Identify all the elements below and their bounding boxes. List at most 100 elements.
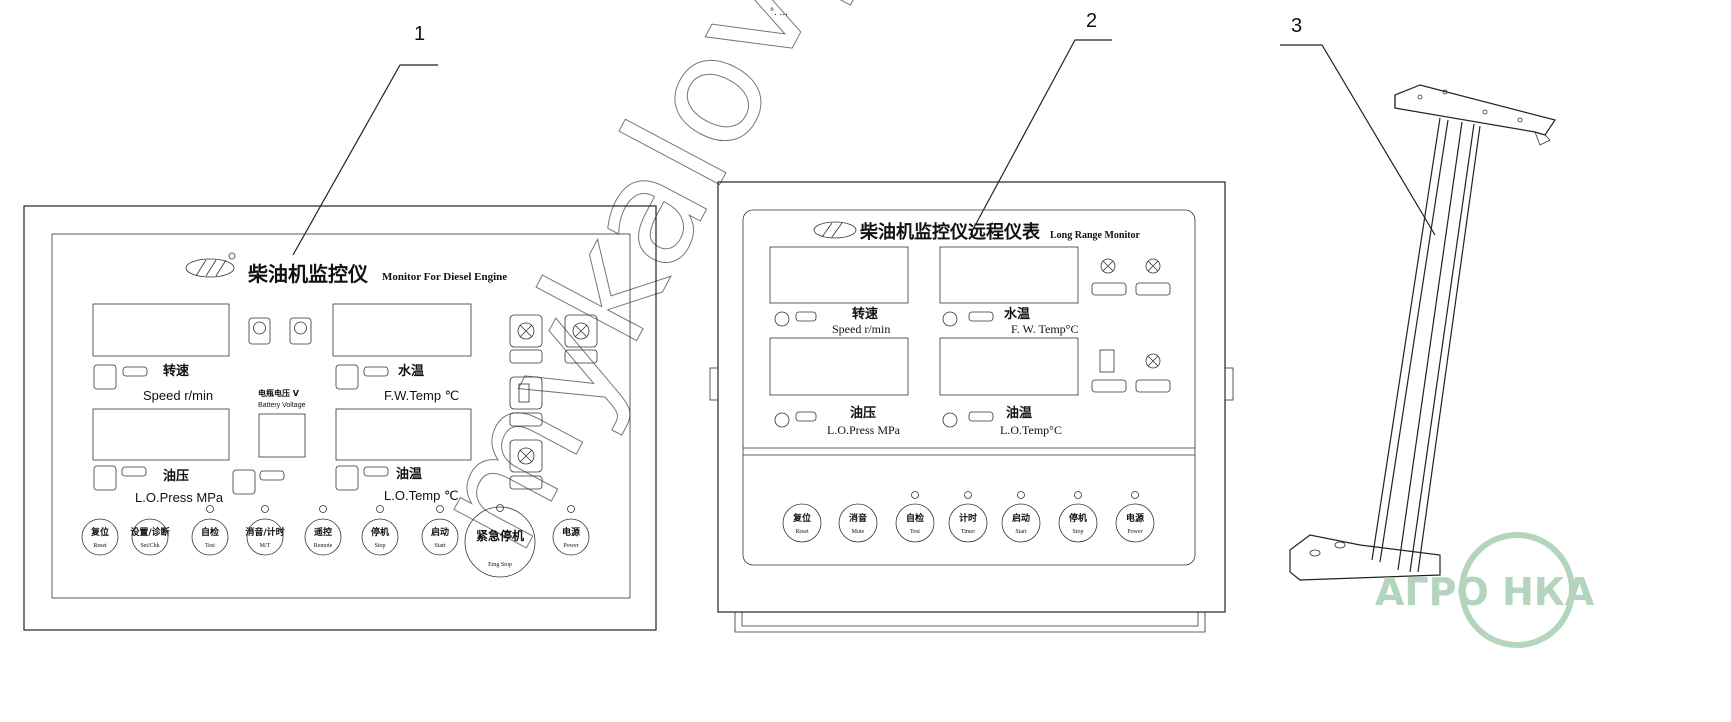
button-label-en: Stop [1072,529,1083,535]
indicator-fuel-leak-2 [1091,349,1127,393]
oil-press-icon [93,465,117,491]
fw-label-cn: 水温 [398,363,424,379]
lop-label-cn: 油压 [163,468,189,484]
led-indicator [496,504,504,512]
lot-label-en: L.O.Temp ℃ [384,488,459,503]
led-indicator [964,491,972,499]
brand-logo [185,252,236,278]
p2-button-test[interactable]: 自检 Test [895,503,935,543]
svg-text:1: 1 [414,23,425,45]
panel1-title-en: Monitor For Diesel Engine [382,271,507,283]
water-high-tag [363,366,389,377]
button-label-cn: 停机 [371,526,389,538]
speed2-label-en: Speed r/min [832,322,890,336]
button-label-cn: 电源 [562,526,580,538]
indicator-running [509,314,543,364]
speed2-label-cn: 转速 [852,306,878,322]
fw2-label-cn: 水温 [1004,306,1030,322]
panel2-title-cn: 柴油机监控仪远程仪表 [859,221,1041,243]
oil-low-tag [121,466,147,477]
button-label-cn: 消音 [849,512,867,524]
speed-display [92,303,230,357]
speed-label-en: Speed r/min [143,388,213,403]
battery-display [258,413,306,458]
button-label-cn: 消音/计时 [245,526,284,538]
button-label-cn: 紧急停机 [476,528,524,543]
p1-button-m-t[interactable]: 消音/计时 M/T [245,518,285,556]
led-indicator [436,505,444,513]
button-label-en: Stop [374,543,385,549]
button-label-en: Emg Stop [488,562,512,568]
callout-3: 3 [1280,15,1436,236]
lo-press-display [92,408,230,461]
button-label-cn: 自检 [906,512,924,524]
speed-label-cn: 转速 [163,363,189,379]
button-label-cn: 启动 [431,526,449,538]
button-label-en: Power [1127,529,1142,535]
lop2-label-en: L.O.Press MPa [827,423,901,437]
panel2-title-en: Long Range Monitor [1050,230,1141,241]
speed-icon [774,311,790,327]
battery-label-en: Battery Voltage [258,402,306,409]
led-indicator [206,505,214,513]
button-label-cn: 设置/诊断 [130,526,169,538]
top-mark: °. ... [770,7,788,18]
callout-1: 1 [292,23,438,256]
button-label-cn: 遥控 [314,526,332,538]
led-indicator [1131,491,1139,499]
fw2-label-en: F. W. Temp°C [1011,322,1078,336]
button-label-cn: 启动 [1012,512,1030,524]
overspeed-tag [122,366,148,377]
p1-button-stop[interactable]: 停机 Stop [361,518,399,556]
button-label-en: Remote [314,543,333,549]
handle [734,612,1206,633]
panel1-title-cn: 柴油机监控仪 [247,262,369,286]
brand-logo-2 [813,221,857,239]
water-in-fuel-icon [232,469,256,495]
panel-monitor-diesel-engine: 柴油机监控仪 Monitor For Diesel Engine 转速 Spee… [23,205,657,631]
speed-block-icon [248,317,271,345]
svg-text:2: 2 [1086,10,1097,32]
agronka-logo: АГРО НКА [1375,532,1595,648]
button-label-cn: 复位 [792,512,811,524]
lo-temp-display [335,408,472,461]
button-label-cn: 停机 [1069,512,1087,524]
button-label-en: Test [910,529,920,535]
running-block-icon [289,317,312,345]
indicator-water-in-fuel [1135,258,1171,296]
led-indicator [567,505,575,513]
p2-button-stop[interactable]: 停机 Stop [1058,503,1098,543]
lop2-label-cn: 油压 [850,405,876,421]
p1-button-emg-stop[interactable]: 紧急停机 Emg Stop [464,506,536,578]
water-temp-icon [335,364,359,390]
button-label-cn: 计时 [959,512,977,524]
led-indicator [1017,491,1025,499]
button-label-en: Reset [93,543,107,549]
svg-text:3: 3 [1291,15,1302,37]
led-indicator [261,505,269,513]
svg-text:АГРО НКА: АГРО НКА [1375,570,1595,614]
lot2-label-cn: 油温 [1006,405,1032,421]
button-label-en: Test [205,543,215,549]
panel-long-range-monitor: 柴油机监控仪远程仪表 Long Range Monitor 转速 Speed r… [709,181,1234,633]
callout-2: 2 [969,10,1112,236]
speed-display-2 [769,246,909,304]
lo-temp-display-2 [939,337,1079,396]
p1-button-remote[interactable]: 遥控 Remote [304,518,342,556]
lo-press-display-2 [769,337,909,396]
led-indicator [911,491,919,499]
fw-temp-display [332,303,472,357]
button-label-en: M/T [260,543,271,549]
water-temp-icon-2 [942,311,958,327]
